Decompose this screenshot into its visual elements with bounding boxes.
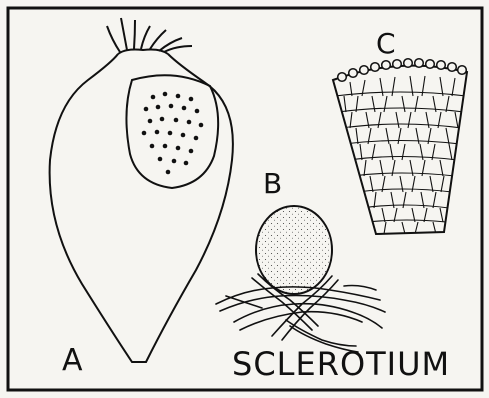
figure-a-cell bbox=[50, 18, 233, 362]
label-a: A bbox=[62, 346, 83, 376]
inner-body-dots bbox=[142, 92, 204, 175]
label-c: C bbox=[376, 30, 396, 58]
label-b: B bbox=[263, 170, 282, 198]
rind-cells bbox=[338, 59, 467, 82]
figure-title: SCLEROTIUM bbox=[232, 348, 450, 380]
section-outline bbox=[333, 66, 467, 234]
figure-c-section bbox=[333, 59, 467, 234]
sclerotium-body bbox=[256, 206, 332, 294]
apical-filaments bbox=[107, 18, 192, 52]
inner-body bbox=[126, 75, 218, 188]
cell-outline bbox=[50, 54, 233, 362]
figure-b-sclerotium bbox=[216, 206, 385, 352]
